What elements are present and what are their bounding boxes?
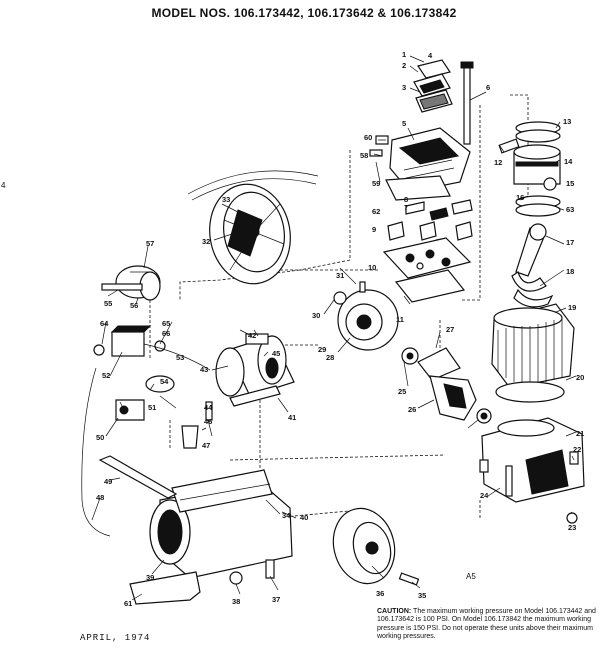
head-bolt <box>460 61 474 145</box>
caution-label: CAUTION: <box>377 608 412 615</box>
pressure-switch <box>93 325 211 371</box>
cylinder <box>491 303 575 403</box>
callout-24: 24 <box>480 491 489 500</box>
callout-51: 51 <box>148 403 156 412</box>
callout-46: 46 <box>204 417 212 426</box>
callout-56: 56 <box>130 301 138 310</box>
motor-pulley <box>101 265 161 301</box>
callout-58: 58 <box>360 151 368 160</box>
callout-10: 10 <box>368 263 376 272</box>
diagram-title: MODEL NOS. 106.173442, 106.173642 & 106.… <box>151 6 457 20</box>
callout-23: 23 <box>568 523 576 532</box>
callout-43: 43 <box>200 365 208 374</box>
callout-leaders <box>91 55 577 601</box>
callout-44: 44 <box>204 403 213 412</box>
callout-21: 21 <box>576 429 584 438</box>
cylinder-head <box>369 127 471 201</box>
callout-16: 16 <box>516 193 524 202</box>
caution-text: The maximum working pressure on Model 10… <box>377 608 596 640</box>
callout-61: 61 <box>124 599 132 608</box>
callout-59: 59 <box>372 179 380 188</box>
caution-note: CAUTION: The maximum working pressure on… <box>377 608 603 641</box>
callout-22: 22 <box>573 445 581 454</box>
piston-assembly <box>498 121 561 217</box>
callout-33: 33 <box>222 195 230 204</box>
callout-52: 52 <box>102 371 110 380</box>
callout-2: 2 <box>402 61 406 70</box>
electric-motor <box>215 333 295 407</box>
callout-54: 54 <box>160 377 169 386</box>
connecting-rod <box>511 223 554 308</box>
callout-18: 18 <box>566 267 574 276</box>
edge-mark: 4 <box>1 181 6 190</box>
valve-plate-stack <box>413 59 453 113</box>
callout-37: 37 <box>272 595 280 604</box>
callout-5: 5 <box>402 119 406 128</box>
callout-numbers: 1 2 3 4 5 6 7 8 9 10 11 12 13 14 15 16 1… <box>96 50 584 608</box>
callout-62: 62 <box>372 207 380 216</box>
callout-42: 42 <box>248 331 256 340</box>
callout-12: 12 <box>494 158 502 167</box>
callout-38: 38 <box>232 597 240 606</box>
callout-45: 45 <box>272 349 280 358</box>
crankcase <box>479 417 585 524</box>
callout-7: 7 <box>404 203 408 212</box>
callout-47: 47 <box>202 441 210 450</box>
check-valve-assembly <box>81 367 213 537</box>
callout-19: 19 <box>568 303 576 312</box>
callout-57: 57 <box>146 239 154 248</box>
callout-4: 4 <box>428 51 433 60</box>
callout-34: 34 <box>282 511 291 520</box>
callout-29: 29 <box>318 345 326 354</box>
air-tank <box>98 455 293 605</box>
reed-valves <box>387 199 473 247</box>
callout-14: 14 <box>564 157 573 166</box>
callout-53: 53 <box>176 353 184 362</box>
valve-plate <box>382 237 472 303</box>
callout-55: 55 <box>104 299 112 308</box>
callout-8: 8 <box>404 195 408 204</box>
callout-63: 63 <box>566 205 574 214</box>
crankshaft <box>401 347 492 424</box>
callout-39: 39 <box>146 573 154 582</box>
callout-36: 36 <box>376 589 384 598</box>
callout-26: 26 <box>408 405 416 414</box>
callout-41: 41 <box>288 413 296 422</box>
callout-48: 48 <box>96 493 104 502</box>
diagram-code: A5 <box>466 572 476 581</box>
callout-20: 20 <box>576 373 584 382</box>
callout-65: 65 <box>162 319 170 328</box>
callout-17: 17 <box>566 238 574 247</box>
wheel <box>332 507 420 586</box>
diagram-date: APRIL, 1974 <box>80 633 151 643</box>
flywheel <box>187 170 319 285</box>
callout-13: 13 <box>563 117 571 126</box>
callout-60: 60 <box>364 133 372 142</box>
callout-31: 31 <box>336 271 344 280</box>
callout-3: 3 <box>402 83 406 92</box>
callout-28: 28 <box>326 353 334 362</box>
callout-66: 66 <box>162 329 170 338</box>
callout-30: 30 <box>312 311 320 320</box>
callout-35: 35 <box>418 591 426 600</box>
callout-40: 40 <box>300 513 308 522</box>
callout-64: 64 <box>100 319 109 328</box>
callout-9: 9 <box>372 225 376 234</box>
callout-11: 11 <box>396 315 404 324</box>
callout-25: 25 <box>398 387 406 396</box>
callout-6: 6 <box>486 83 490 92</box>
callout-32: 32 <box>202 237 210 246</box>
callout-1: 1 <box>402 50 406 59</box>
callout-50: 50 <box>96 433 104 442</box>
callout-15: 15 <box>566 179 574 188</box>
callout-27: 27 <box>446 325 454 334</box>
callout-49: 49 <box>104 477 112 486</box>
bearing-plate <box>333 281 399 351</box>
